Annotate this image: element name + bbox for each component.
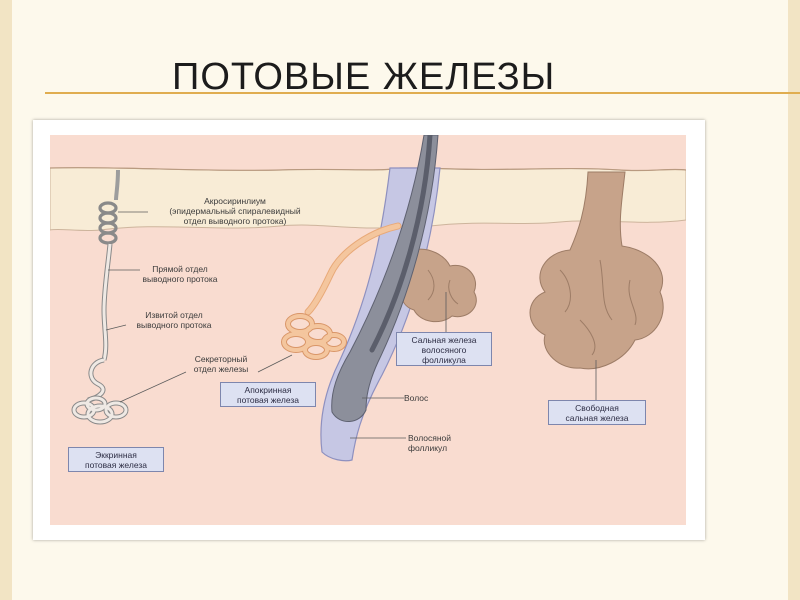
label-coiled-duct: Извитой отдел выводного протока	[136, 310, 212, 330]
label-hair: Волос	[404, 393, 429, 403]
title-underline	[45, 92, 800, 94]
label-apocrine-gland: Апокринная потовая железа	[220, 382, 316, 407]
label-eccrine-gland: Эккринная потовая железа	[68, 447, 164, 472]
label-hair-follicle: Волосяной фолликул	[408, 433, 452, 453]
label-straight-duct: Прямой отдел выводного протока	[142, 264, 218, 284]
slide-title: ПОТОВЫЕ ЖЕЛЕЗЫ	[172, 56, 556, 98]
label-acrosyringium: Акросиринлиум (эпидермальный спиралевидн…	[169, 196, 301, 226]
label-free-sebaceous-gland: Свободная сальная железа	[548, 400, 646, 425]
label-follicle-sebaceous-gland: Сальная железа волосяного фолликула	[396, 332, 492, 366]
label-secretory-part: Секреторный отдел железы	[193, 354, 249, 374]
eccrine-gland	[71, 169, 129, 425]
leader-lines	[105, 211, 597, 439]
hair-shaft	[331, 135, 439, 422]
free-sebaceous-gland	[529, 171, 664, 370]
apocrine-gland	[281, 222, 402, 360]
